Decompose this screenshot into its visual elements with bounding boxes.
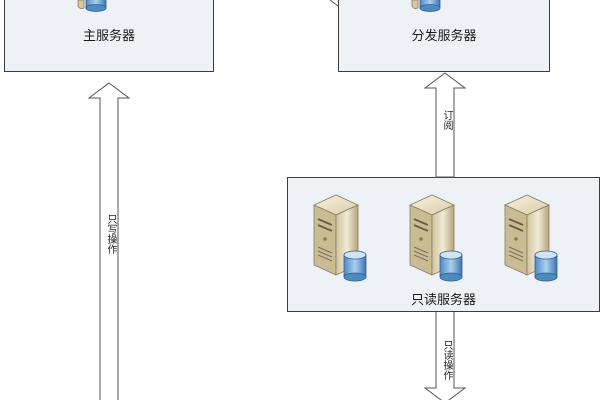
subscribe-label: 订阅 [441, 110, 452, 130]
write-ops-label: 只写操作 [105, 214, 116, 254]
master-server-box: 主服务器 [4, 0, 214, 72]
subscribe-arrow [423, 72, 467, 178]
master-server-label: 主服务器 [82, 29, 135, 44]
readonly-server-3-icon [504, 194, 558, 282]
distribution-server-box: 分发服务器 [338, 0, 550, 72]
distribution-server-label: 分发服务器 [411, 29, 477, 44]
read-ops-label: 只读操作 [441, 340, 452, 380]
readonly-server-2-icon [409, 194, 463, 282]
read-ops-arrow [423, 312, 467, 400]
write-ops-arrow [87, 82, 131, 400]
readonly-server-1-icon [313, 194, 367, 282]
master-server-icon [77, 0, 107, 12]
readonly-servers-label: 只读服务器 [410, 293, 476, 308]
connector-stub [329, 0, 339, 7]
distribution-server-icon [411, 0, 441, 12]
